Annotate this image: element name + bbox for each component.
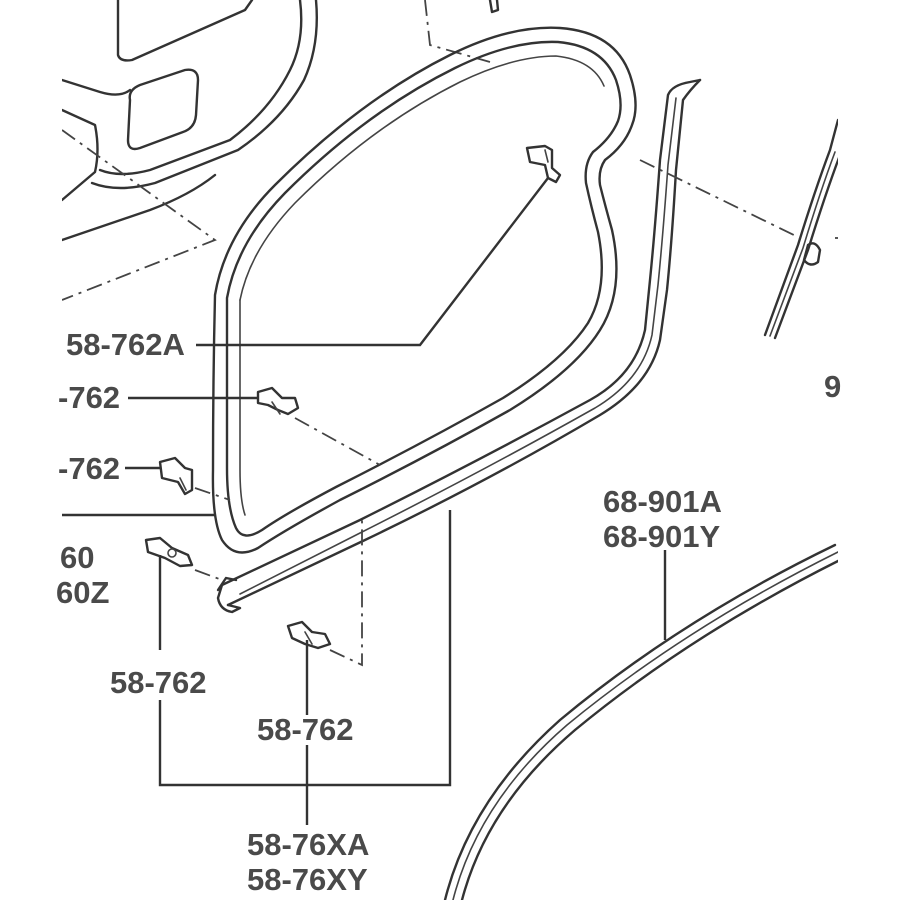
body-panel-drawing bbox=[60, 0, 500, 301]
label-762-lower: -762 bbox=[58, 451, 120, 486]
roof-molding-arc bbox=[443, 543, 842, 900]
clip-left-lower bbox=[158, 456, 194, 496]
label-762-upper: -762 bbox=[58, 380, 120, 415]
label-58-762-mid: 58-762 bbox=[257, 712, 354, 747]
clip-left-upper bbox=[256, 386, 300, 416]
clip-bottom-left bbox=[144, 536, 194, 568]
leader-lines bbox=[62, 177, 667, 825]
label-58-76XY: 58-76XY bbox=[247, 862, 368, 897]
label-partial-60Z: 60Z bbox=[56, 575, 109, 610]
part-number-labels: 58-762A -762 -762 60 60Z 58-762 58-762 5… bbox=[56, 327, 841, 897]
label-58-762A: 58-762A bbox=[66, 327, 185, 362]
label-58-762-left: 58-762 bbox=[110, 665, 207, 700]
right-margin bbox=[838, 0, 900, 900]
left-margin bbox=[0, 0, 62, 900]
assembly-lines bbox=[194, 417, 381, 667]
label-partial-9: 9 bbox=[824, 369, 841, 404]
clip-upper bbox=[525, 144, 562, 184]
sill-strip bbox=[216, 78, 702, 614]
label-68-901A: 68-901A bbox=[603, 484, 722, 519]
door-weatherstrip bbox=[211, 26, 637, 554]
label-58-76XA: 58-76XA bbox=[247, 827, 369, 862]
label-68-901Y: 68-901Y bbox=[603, 519, 721, 554]
label-partial-60: 60 bbox=[60, 540, 94, 575]
clip-bottom-mid bbox=[286, 620, 332, 650]
